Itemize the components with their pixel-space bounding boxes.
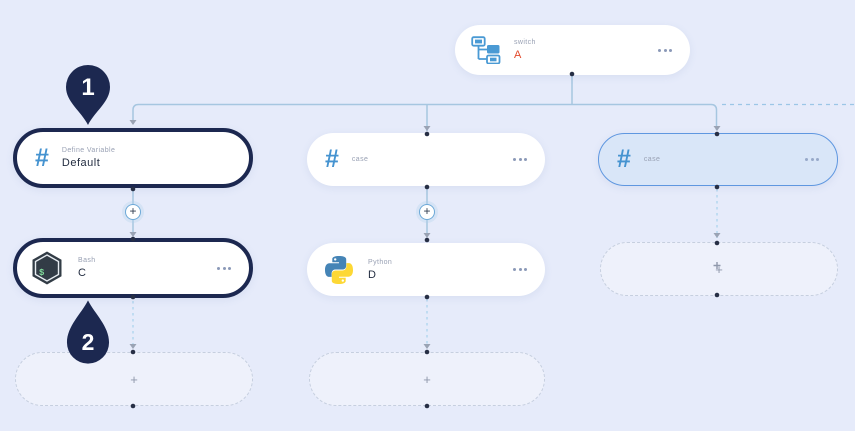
- node-type-label: switch: [514, 39, 536, 46]
- more-options-icon[interactable]: [513, 158, 527, 161]
- node-type-label: case: [643, 156, 661, 163]
- node-value: Default: [61, 157, 101, 169]
- node-type-label: Define Variable: [61, 147, 116, 154]
- add-step-button-left[interactable]: +: [125, 204, 141, 220]
- node-type-label: case: [351, 156, 369, 163]
- more-options-icon[interactable]: [658, 48, 672, 52]
- node-value: D: [368, 268, 377, 281]
- node-python[interactable]: Python D: [307, 243, 545, 296]
- plus-icon: +: [130, 371, 138, 387]
- hash-icon: #: [617, 145, 631, 173]
- node-value: C: [78, 267, 87, 279]
- node-switch[interactable]: switch A: [455, 25, 690, 75]
- svg-text:$: $: [39, 268, 45, 278]
- add-step-button-middle[interactable]: +: [419, 204, 435, 220]
- node-type-label: Python: [368, 258, 393, 266]
- more-options-icon[interactable]: [217, 266, 231, 270]
- plus-icon: +: [423, 371, 431, 387]
- placeholder-node-right[interactable]: +: [600, 242, 838, 296]
- callout-1-label: 1: [81, 74, 94, 101]
- node-case-middle[interactable]: # case: [307, 133, 545, 186]
- node-type-label: Bash: [78, 257, 96, 264]
- placeholder-node-left[interactable]: +: [15, 352, 253, 406]
- callout-1-pin: 1: [66, 65, 110, 125]
- plus-icon: +: [715, 261, 723, 277]
- node-value: A: [514, 49, 522, 61]
- hash-icon: #: [35, 143, 49, 172]
- flow-branch-icon: [471, 36, 501, 64]
- python-logo-icon: [323, 254, 355, 286]
- more-options-icon[interactable]: [805, 158, 819, 161]
- bash-cube-icon: $: [29, 250, 65, 286]
- more-options-icon[interactable]: [513, 268, 527, 271]
- hash-icon: #: [325, 145, 339, 173]
- placeholder-node-middle[interactable]: +: [309, 352, 545, 406]
- node-case-right[interactable]: # case: [598, 133, 838, 186]
- node-bash[interactable]: $ Bash C: [13, 238, 253, 298]
- node-define-variable[interactable]: # Define Variable Default: [13, 128, 253, 188]
